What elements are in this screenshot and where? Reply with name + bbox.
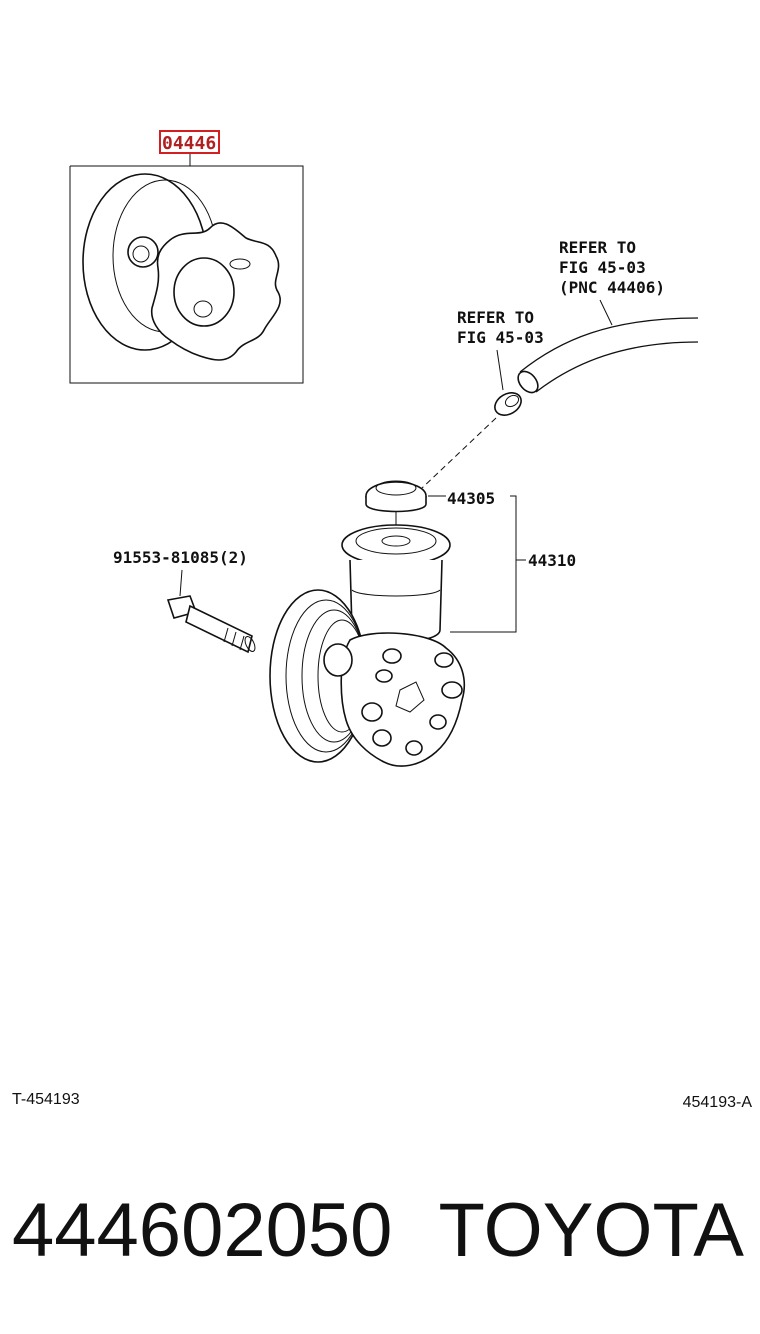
hose-leader — [599, 299, 613, 326]
gasket-kit-illustration — [69, 165, 304, 384]
refer-hose-line-2: FIG 45-03 — [559, 258, 646, 277]
return-hose — [517, 317, 699, 394]
brand-name: TOYOTA — [439, 1188, 745, 1273]
bolt-leader — [179, 569, 183, 597]
kit-label[interactable]: 04446 — [159, 130, 220, 154]
refer-clamp-line-1: REFER TO — [457, 308, 534, 327]
clamp-dash-line — [421, 417, 497, 489]
clamp-leader — [496, 349, 504, 391]
illustration-code-left: T-454193 — [12, 1091, 80, 1108]
refer-hose-line-1: REFER TO — [559, 238, 636, 257]
cap-part-label[interactable]: 44305 — [447, 489, 495, 508]
part-number: 444602050 — [12, 1188, 392, 1273]
refer-clamp-line-2: FIG 45-03 — [457, 328, 544, 347]
reservoir-bracket — [450, 495, 517, 633]
pump-body — [323, 632, 466, 767]
hose-clamp — [494, 392, 522, 416]
illustration-code-right: 454193-A — [683, 1094, 753, 1111]
reservoir-tank — [341, 524, 451, 643]
svg-text:04446: 04446 — [162, 133, 216, 154]
oil-seal — [127, 236, 159, 268]
bolt-part-label[interactable]: 91553-81085(2) — [113, 548, 248, 567]
refer-hose-line-3: (PNC 44406) — [559, 278, 665, 297]
reservoir-cap — [365, 480, 427, 532]
mounting-bolt — [166, 595, 256, 654]
reservoir-part-label[interactable]: 44310 — [528, 551, 576, 570]
